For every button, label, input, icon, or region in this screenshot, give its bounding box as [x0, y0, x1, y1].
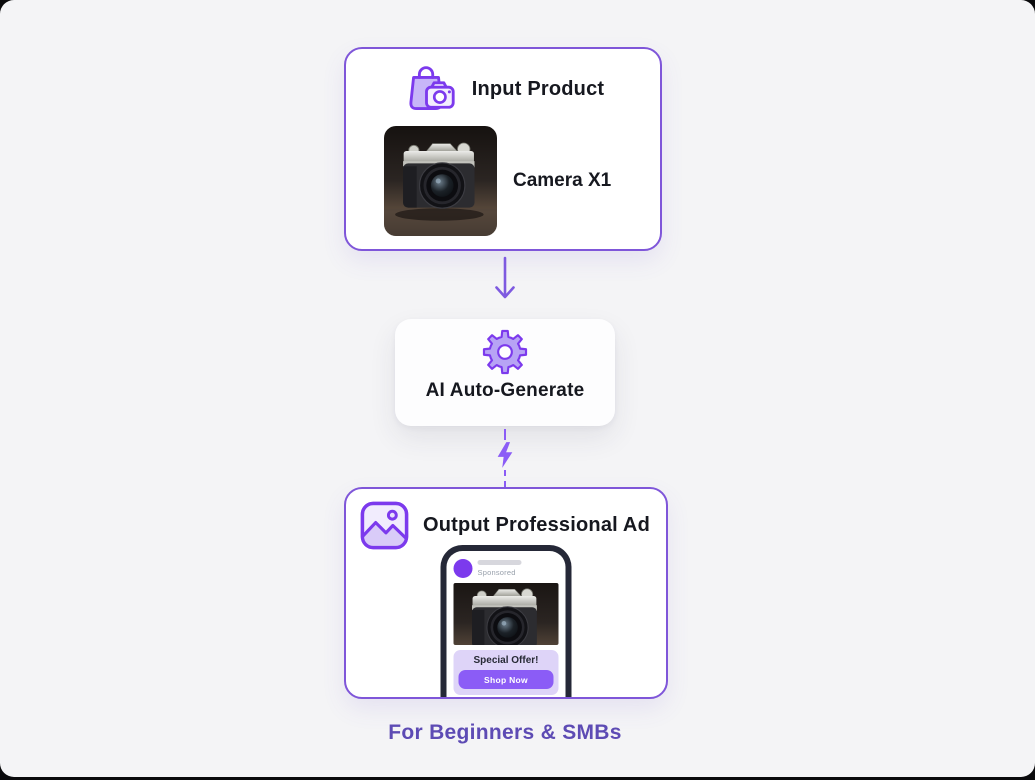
ad-header: Sponsored [453, 559, 559, 578]
shopping-bag-camera-icon [409, 66, 455, 111]
input-card-header: Input Product [346, 63, 660, 115]
gear-icon [482, 329, 528, 375]
product-photo-camera [384, 126, 497, 236]
dashed-line-top [504, 429, 506, 440]
ai-card-title: AI Auto-Generate [425, 380, 585, 401]
ad-photo-camera [453, 583, 559, 645]
offer-panel: Special Offer! Shop Now [453, 650, 559, 695]
output-ad-card: Output Professional Ad Sponsored Special… [344, 487, 668, 699]
sponsored-label: Sponsored [477, 567, 516, 577]
ad-meta: Sponsored [477, 560, 522, 577]
input-product-card: Input Product Camera X1 [344, 47, 662, 251]
ai-auto-generate-card: AI Auto-Generate [395, 319, 615, 426]
output-card-title: Output Professional Ad [423, 514, 650, 536]
input-card-title: Input Product [471, 77, 605, 100]
arrow-down-icon [495, 256, 515, 299]
dashed-line-bottom [504, 470, 506, 487]
lightning-bolt-icon [497, 442, 513, 468]
image-icon [360, 501, 409, 550]
product-name: Camera X1 [513, 170, 612, 191]
output-card-header: Output Professional Ad [359, 500, 650, 551]
advertiser-name-placeholder [477, 560, 522, 565]
connector-dashed [492, 429, 518, 487]
advertiser-avatar [453, 559, 473, 578]
footer-caption: For Beginners & SMBs [388, 721, 622, 744]
phone-mockup: Sponsored Special Offer! Shop Now [440, 545, 572, 697]
shop-now-button: Shop Now [458, 670, 554, 689]
offer-text: Special Offer! [473, 655, 539, 666]
